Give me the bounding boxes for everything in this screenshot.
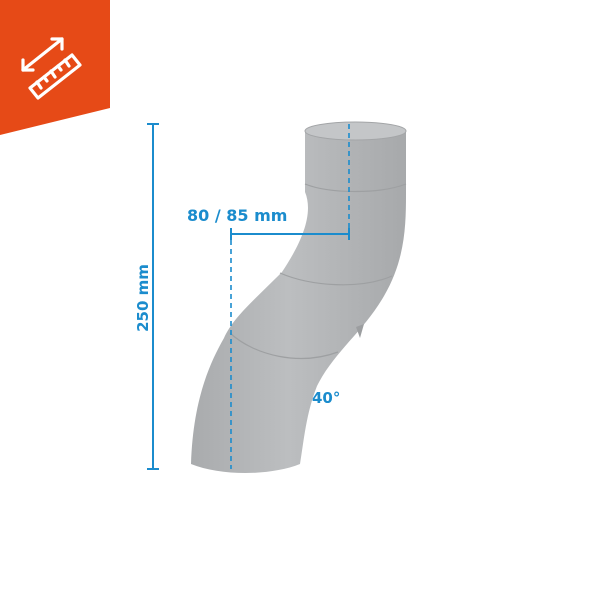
pipe-seam-tab bbox=[356, 324, 364, 338]
pipe-seam-middle bbox=[279, 272, 393, 286]
pipe-body bbox=[191, 131, 406, 473]
diameter-dimension-label: 80 / 85 mm bbox=[187, 206, 288, 225]
dimensions-badge bbox=[0, 0, 110, 135]
height-dimension-line bbox=[147, 123, 159, 470]
ruler-dimensions-icon bbox=[21, 37, 82, 100]
pipe-seam-lower bbox=[229, 332, 339, 359]
height-dimension-label: 250 mm bbox=[134, 264, 152, 332]
pipe-seam-upper bbox=[304, 183, 407, 193]
pipe-top-opening bbox=[304, 121, 407, 141]
angle-dimension-label: 40° bbox=[312, 389, 341, 407]
